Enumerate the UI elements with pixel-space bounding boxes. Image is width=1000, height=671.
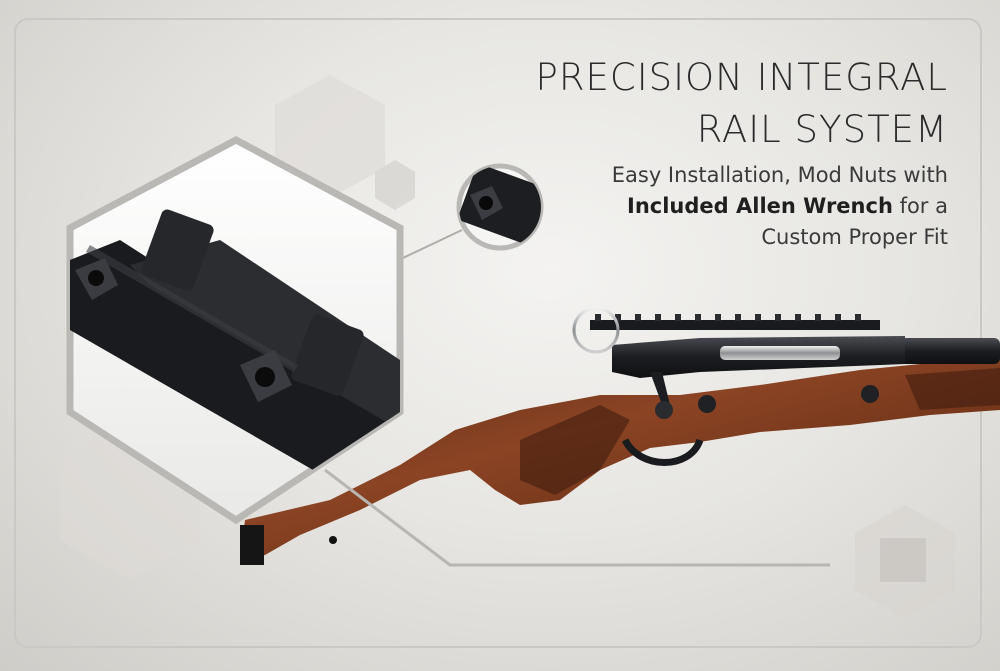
bg-hexagon bbox=[275, 75, 385, 198]
subtitle-line-2-rest: for a bbox=[892, 194, 948, 218]
bg-square bbox=[880, 538, 926, 582]
subtitle: Easy Installation, Mod Nuts with Include… bbox=[428, 160, 948, 253]
butt-plate bbox=[240, 525, 264, 565]
subtitle-line-1: Easy Installation, Mod Nuts with bbox=[611, 163, 948, 187]
rail-highlight-ring bbox=[572, 306, 620, 354]
top-rail bbox=[590, 320, 880, 330]
callout-line bbox=[324, 468, 830, 567]
headline: PRECISION INTEGRAL RAIL SYSTEM bbox=[388, 52, 948, 156]
trigger-guard bbox=[621, 438, 704, 466]
subtitle-line-2: Included Allen Wrench for a bbox=[428, 191, 948, 222]
rail-teeth bbox=[595, 314, 861, 321]
checkering bbox=[520, 405, 630, 495]
stock-screw bbox=[861, 385, 879, 403]
bolt-knob bbox=[655, 401, 673, 419]
nut-closeup bbox=[459, 166, 541, 247]
rounded-frame bbox=[14, 18, 982, 648]
subtitle-line-3: Custom Proper Fit bbox=[761, 225, 948, 249]
bg-hexagon bbox=[375, 160, 415, 210]
bolt-window bbox=[720, 346, 840, 360]
headline-line-1: PRECISION INTEGRAL bbox=[535, 56, 948, 99]
checkering bbox=[905, 368, 1000, 410]
bolt-handle bbox=[650, 372, 670, 410]
rail-closeup bbox=[70, 209, 400, 520]
rifle-stock bbox=[240, 358, 1000, 560]
stock-screw bbox=[698, 395, 716, 413]
sling-stud bbox=[329, 536, 337, 544]
subtitle-bold-phrase: Included Allen Wrench bbox=[627, 194, 893, 218]
headline-line-2: RAIL SYSTEM bbox=[696, 108, 948, 151]
